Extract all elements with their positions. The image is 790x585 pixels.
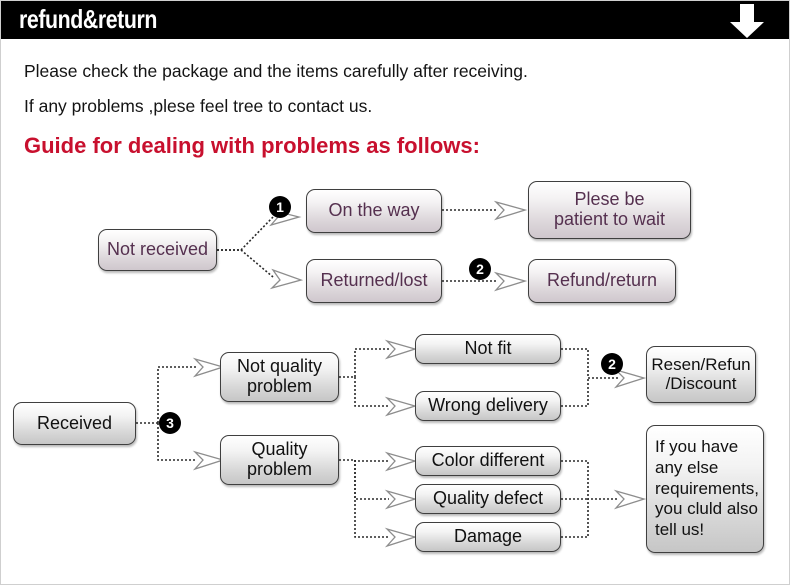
flow-box-not-fit[interactable]: Not fit <box>415 334 561 364</box>
flow-box-quality-defect[interactable]: Quality defect <box>415 484 561 514</box>
intro-line-1: Please check the package and the items c… <box>24 61 528 81</box>
flow-box-contact-note[interactable]: If you have any else requirements, you c… <box>646 425 764 553</box>
flow-box-not-quality-problem[interactable]: Not quality problem <box>220 352 339 402</box>
badge-2-bottom: 2 <box>601 353 623 375</box>
header-bar: refund&return <box>1 1 789 39</box>
flow-box-color-different[interactable]: Color different <box>415 446 561 476</box>
flow-box-quality-problem[interactable]: Quality problem <box>220 435 339 485</box>
flow-box-refund-return[interactable]: Refund/return <box>528 259 676 303</box>
flow-box-not-received[interactable]: Not received <box>98 229 217 271</box>
guide-title: Guide for dealing with problems as follo… <box>24 133 480 158</box>
flow-box-plese-be-patient[interactable]: Plese be patient to wait <box>528 181 691 239</box>
flow-box-wrong-delivery[interactable]: Wrong delivery <box>415 391 561 421</box>
flow-box-damage[interactable]: Damage <box>415 522 561 552</box>
badge-3: 3 <box>159 412 181 434</box>
flow-box-received[interactable]: Received <box>13 402 136 445</box>
page-title: refund&return <box>19 4 157 34</box>
flow-box-on-the-way[interactable]: On the way <box>306 189 442 233</box>
badge-2-top: 2 <box>469 258 491 280</box>
arrow-down-icon <box>730 4 764 38</box>
badge-1: 1 <box>269 196 291 218</box>
flow-box-resend-refund-discount[interactable]: Resen/Refun /Discount <box>646 346 756 403</box>
flow-box-returned-lost[interactable]: Returned/lost <box>306 259 442 303</box>
intro-line-2: If any problems ,plese feel tree to cont… <box>24 96 373 116</box>
